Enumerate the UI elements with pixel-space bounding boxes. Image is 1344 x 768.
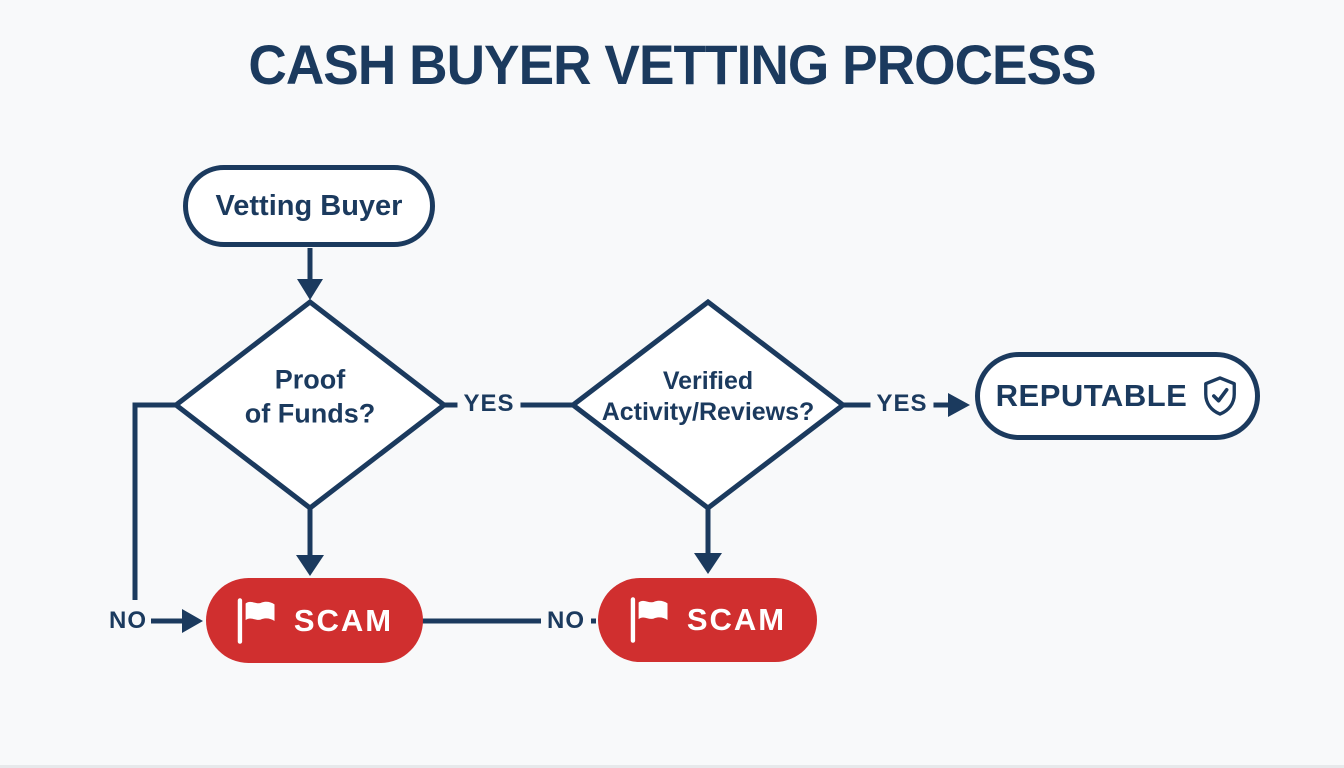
verified-activity-line1: Verified <box>662 366 754 395</box>
node-scam-2: SCAM <box>598 578 817 662</box>
arrowhead-right-reputable <box>948 393 970 417</box>
page-title: CASH BUYER VETTING PROCESS <box>248 33 1096 96</box>
shield-check-icon <box>1204 376 1237 416</box>
edge-label-no-1: NO <box>107 607 149 635</box>
node-verified-activity-label: Verified Activity/Reviews? <box>602 366 815 429</box>
edge-label-yes-2: YES <box>870 390 934 418</box>
vetting-buyer-label: Vetting Buyer <box>215 189 403 222</box>
arrowhead-down-scam2 <box>694 553 722 574</box>
node-proof-of-funds-label: Proof of Funds? <box>245 363 375 431</box>
bottom-edge-line <box>0 765 1344 768</box>
node-scam-1: SCAM <box>206 578 423 663</box>
arrowhead-right-scam1 <box>182 609 203 633</box>
scam1-label: SCAM <box>293 602 394 638</box>
proof-of-funds-line1: Proof <box>274 364 346 395</box>
edge-decision1-no-elbow <box>132 402 176 600</box>
edge-label-yes-1: YES <box>457 390 521 418</box>
red-flag-icon <box>237 597 275 644</box>
verified-activity-line2: Activity/Reviews? <box>601 398 815 426</box>
edge-label-no-2: NO <box>541 607 591 635</box>
red-flag-icon <box>630 597 668 643</box>
reputable-label: REPUTABLE <box>995 378 1188 413</box>
decision2-shape <box>568 298 848 512</box>
arrowhead-down-scam1 <box>296 555 324 576</box>
decision1-shape <box>171 298 449 512</box>
proof-of-funds-line2: of Funds? <box>244 398 376 428</box>
arrowhead-down-decision1 <box>297 279 323 300</box>
node-vetting-buyer: Vetting Buyer <box>183 165 435 247</box>
scam2-label: SCAM <box>686 602 787 637</box>
node-reputable: REPUTABLE <box>975 352 1260 440</box>
